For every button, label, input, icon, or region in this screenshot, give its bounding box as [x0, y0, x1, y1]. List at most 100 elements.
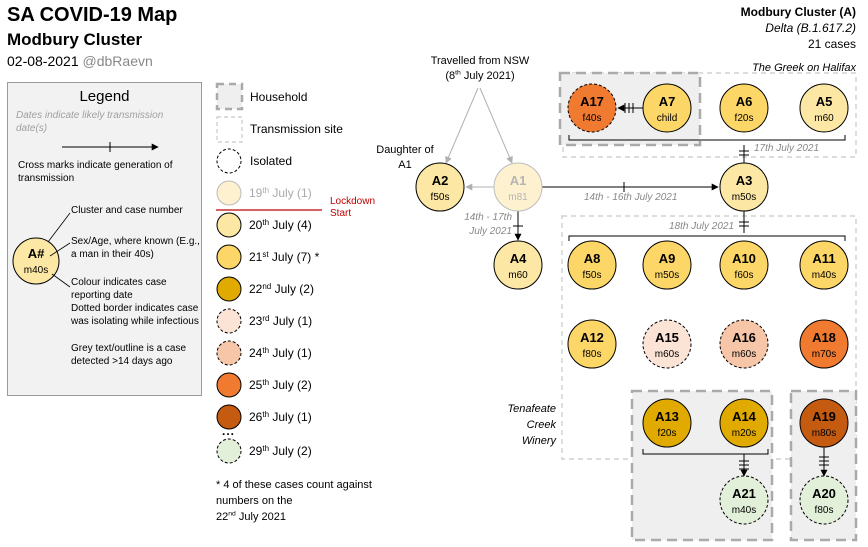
legend-dates-note: Dates indicate likely transmission date(…: [16, 110, 164, 134]
case-a21-sub: m40s: [732, 505, 756, 516]
legend-note-dotted: Dotted border indicates case was isolati…: [71, 303, 199, 327]
case-a13: A13 f20s: [642, 398, 692, 448]
case-a12-circle: [567, 319, 617, 369]
case-a17-id: A17: [580, 94, 604, 109]
date-14-16-july: 14th - 16th July 2021: [584, 192, 678, 203]
case-a19-sub: m80s: [812, 428, 836, 439]
bracket-18-july: [568, 235, 846, 241]
legend-note-colour: Colour indicates case reporting date: [71, 277, 167, 301]
case-a6-sub: f20s: [735, 113, 754, 124]
key-date-swatch-22: [216, 276, 242, 302]
key-date-swatch-26: [216, 404, 242, 430]
case-a19-id: A19: [812, 409, 836, 424]
key-date-swatch-24: [216, 340, 242, 366]
cluster-info: Modbury Cluster (A) Delta (B.1.617.2) 21…: [741, 4, 856, 52]
case-a19: A19 m80s: [799, 398, 849, 448]
cluster-name: Modbury Cluster (A): [740, 5, 856, 19]
case-a4-sub: m60: [508, 270, 528, 281]
daughter-label: Daughter of A1: [376, 144, 434, 171]
case-a7-circle: [642, 83, 692, 133]
case-a5-sub: m60: [814, 113, 834, 124]
case-a17-sub: f40s: [583, 113, 602, 124]
key-isolated-label: Isolated: [250, 154, 293, 168]
case-a20-id: A20: [812, 486, 836, 501]
case-a7-id: A7: [659, 94, 676, 109]
case-a13-sub: f20s: [658, 428, 677, 439]
legend-sample-circle: [12, 237, 60, 285]
case-a19-circle: [799, 398, 849, 448]
case-a9: A9 m50s: [642, 240, 692, 290]
case-a14-sub: m20s: [732, 428, 756, 439]
case-a1-sub: m81: [508, 192, 528, 203]
case-a13-id: A13: [655, 409, 679, 424]
case-a20: A20 f80s: [799, 475, 849, 525]
legend-pointer-3: [51, 273, 71, 288]
travelled-label: Travelled from NSW (8th July 2021): [430, 55, 530, 82]
key-date-label-21: 21st July (7) *: [249, 250, 320, 264]
cluster-case-count: 21 cases: [807, 37, 856, 51]
case-a5-id: A5: [816, 94, 833, 109]
legend-sample-sub: m40s: [24, 265, 48, 276]
page-title: SA COVID-19 Map: [7, 4, 178, 26]
key-date-swatch-21: [216, 244, 242, 270]
key-date-label-23: 23rd July (1): [249, 314, 312, 328]
greek-site-label: The Greek on Halifax: [752, 62, 856, 74]
case-a13-circle: [642, 398, 692, 448]
case-a9-sub: m50s: [655, 270, 679, 281]
case-a1-circle: [493, 162, 543, 212]
legend-note-grey: Grey text/outline is a case detected >14…: [71, 343, 187, 367]
case-a12-id: A12: [580, 330, 604, 345]
key-date-swatch-25: [216, 372, 242, 398]
legend-pointer-1: [47, 212, 71, 243]
case-a9-circle: [642, 240, 692, 290]
case-a7-sub: child: [657, 113, 678, 124]
case-a20-sub: f80s: [815, 505, 834, 516]
legend-sample-id: A#: [28, 246, 45, 261]
case-a14-circle: [719, 398, 769, 448]
case-a12-sub: f80s: [583, 349, 602, 360]
date-17-july: 17th July 2021: [754, 143, 820, 154]
case-a1-id: A1: [510, 173, 527, 188]
key-date-swatch-29: [216, 438, 242, 464]
case-a15-id: A15: [655, 330, 679, 345]
date-18-july: 18th July 2021: [669, 221, 735, 232]
case-a5-circle: [799, 83, 849, 133]
header-date: 02-08-2021: [7, 53, 79, 69]
case-a18-id: A18: [812, 330, 836, 345]
case-a11-circle: [799, 240, 849, 290]
key-date-label-19: 19th July (1): [249, 186, 312, 200]
case-a2-sub: f50s: [431, 192, 450, 203]
header-meta: 02-08-2021 @dbRaevn: [7, 53, 153, 69]
header-handle: @dbRaevn: [82, 53, 153, 69]
legend-title: Legend: [79, 88, 130, 105]
case-a16-sub: m60s: [732, 349, 756, 360]
key-date-swatch-19: [216, 180, 242, 206]
case-a4-id: A4: [510, 251, 527, 266]
case-a18-circle: [799, 319, 849, 369]
footnote-text: * 4 of these cases count against numbers…: [216, 479, 372, 507]
case-a8-circle: [567, 240, 617, 290]
case-a6-id: A6: [736, 94, 753, 109]
case-a4-circle: [493, 240, 543, 290]
cluster-variant: Delta (B.1.617.2): [765, 21, 856, 35]
case-a3-sub: m50s: [732, 192, 756, 203]
case-a21-circle: [719, 475, 769, 525]
case-a12: A12 f80s: [567, 319, 617, 369]
case-a10-sub: f60s: [735, 270, 754, 281]
case-a15-circle: [642, 319, 692, 369]
legend-note-sexage: Sex/Age, where known (E.g., a man in the…: [71, 236, 200, 260]
case-a9-id: A9: [659, 251, 676, 266]
tenafeate-site-label: Tenafeate Creek Winery: [507, 403, 556, 447]
bracket-winery: [642, 449, 769, 455]
key-household-icon: [215, 82, 244, 111]
lockdown-label: Lockdown Start: [330, 196, 376, 219]
case-a16-circle: [719, 319, 769, 369]
key-date-swatch-20: [216, 212, 242, 238]
date-14-17-july: 14th - 17th July 2021: [464, 212, 512, 237]
key-date-label-22: 22nd July (2): [249, 282, 314, 296]
